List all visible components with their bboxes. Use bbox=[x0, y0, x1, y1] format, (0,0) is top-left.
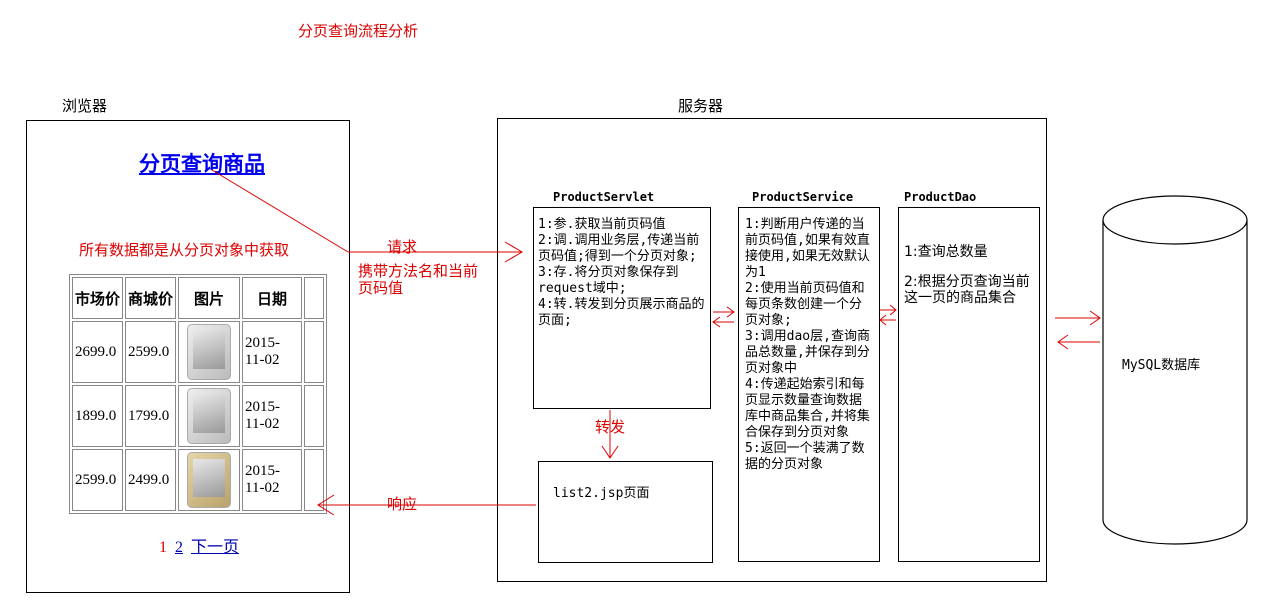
market-price-cell: 1899.0 bbox=[72, 385, 124, 447]
response-arrow-head bbox=[317, 494, 335, 516]
header-shop-price: 商城价 bbox=[125, 277, 177, 319]
service-name: ProductService bbox=[752, 190, 854, 204]
servlet-step: 1:参.获取当前页码值 bbox=[538, 217, 666, 232]
product-table: 市场价 商城价 图片 日期 2699.0 2599.0 2015-11-02 1… bbox=[69, 274, 328, 514]
request-arrow-diagonal bbox=[211, 169, 349, 253]
shop-price-cell: 1799.0 bbox=[125, 385, 177, 447]
service-step: 1:判断用户传递的当前页码值,如果有效直接使用,如果无效默认为1 bbox=[745, 217, 870, 280]
servlet-step: 2:调.调用业务层,传递当前页码值;得到一个分页对象; bbox=[538, 233, 700, 264]
request-arrow-head bbox=[504, 241, 523, 263]
dao-step: 1:查询总数量 bbox=[904, 244, 988, 260]
product-image[interactable] bbox=[178, 385, 241, 447]
service-box: 1:判断用户传递的当前页码值,如果有效直接使用,如果无效默认为1 2:使用当前页… bbox=[738, 207, 880, 562]
date-cell: 2015-11-02 bbox=[242, 449, 303, 511]
header-image: 图片 bbox=[178, 277, 241, 319]
servlet-box: 1:参.获取当前页码值 2:调.调用业务层,传递当前页码值;得到一个分页对象; … bbox=[533, 207, 711, 409]
product-table-wrap: 市场价 商城价 图片 日期 2699.0 2599.0 2015-11-02 1… bbox=[69, 274, 359, 522]
overflow-cell bbox=[304, 385, 325, 447]
database-label: MySQL数据库 bbox=[1122, 358, 1201, 373]
forward-arrow-head bbox=[601, 445, 619, 459]
phone-image-icon bbox=[187, 324, 232, 380]
servlet-name: ProductServlet bbox=[553, 190, 655, 204]
jsp-box: list2.jsp页面 bbox=[538, 461, 713, 563]
servlet-step: 4:转.转发到分页展示商品的页面; bbox=[538, 297, 705, 328]
server-label: 服务器 bbox=[678, 97, 724, 115]
dao-box: 1:查询总数量 2:根据分页查询当前这一页的商品集合 bbox=[898, 207, 1040, 562]
dao-name: ProductDao bbox=[904, 190, 977, 204]
pager-current: 1 bbox=[159, 539, 167, 556]
date-cell: 2015-11-02 bbox=[242, 385, 303, 447]
service-step: 3:调用dao层,查询商品总数量,并保存到分页对象中 bbox=[745, 329, 870, 376]
database-cylinder bbox=[1102, 195, 1248, 545]
response-label: 响应 bbox=[387, 495, 418, 513]
heading-link[interactable]: 分页查询商品 bbox=[139, 152, 265, 176]
product-image[interactable] bbox=[178, 449, 241, 511]
servlet-step: 3:存.将分页对象保存到request域中; bbox=[538, 265, 679, 296]
product-image[interactable] bbox=[178, 321, 241, 383]
browser-note: 所有数据都是从分页对象中获取 bbox=[79, 241, 290, 259]
pager-page-2[interactable]: 2 bbox=[175, 539, 183, 556]
header-overflow bbox=[304, 277, 325, 319]
header-date: 日期 bbox=[242, 277, 303, 319]
request-detail-label: 携带方法名和当前页码值 bbox=[358, 262, 479, 297]
header-market-price: 市场价 bbox=[72, 277, 124, 319]
pager: 1 2 下一页 bbox=[159, 533, 239, 557]
market-price-cell: 2699.0 bbox=[72, 321, 124, 383]
phone-image-icon bbox=[187, 452, 232, 508]
page-title: 分页查询流程分析 bbox=[298, 22, 419, 40]
table-row: 2699.0 2599.0 2015-11-02 bbox=[72, 321, 325, 383]
overflow-cell bbox=[304, 449, 325, 511]
table-row: 2599.0 2499.0 2015-11-02 bbox=[72, 449, 325, 511]
jsp-text: list2.jsp页面 bbox=[553, 486, 650, 501]
table-header-row: 市场价 商城价 图片 日期 bbox=[72, 277, 325, 319]
browser-label: 浏览器 bbox=[62, 97, 108, 115]
date-cell: 2015-11-02 bbox=[242, 321, 303, 383]
dao-step: 2:根据分页查询当前这一页的商品集合 bbox=[904, 274, 1030, 306]
table-row: 1899.0 1799.0 2015-11-02 bbox=[72, 385, 325, 447]
shop-price-cell: 2599.0 bbox=[125, 321, 177, 383]
browser-box: 分页查询商品 所有数据都是从分页对象中获取 市场价 商城价 图片 日期 2699… bbox=[26, 120, 350, 593]
phone-image-icon bbox=[187, 388, 232, 444]
service-step: 5:返回一个装满了数据的分页对象 bbox=[745, 441, 865, 472]
service-step: 2:使用当前页码值和每页条数创建一个分页对象; bbox=[745, 281, 865, 328]
pager-next[interactable]: 下一页 bbox=[191, 539, 240, 556]
shop-price-cell: 2499.0 bbox=[125, 449, 177, 511]
service-step: 4:传递起始索引和每页显示数量查询数据库中商品集合,并将集合保存到分页对象 bbox=[745, 377, 870, 440]
market-price-cell: 2599.0 bbox=[72, 449, 124, 511]
overflow-cell bbox=[304, 321, 325, 383]
